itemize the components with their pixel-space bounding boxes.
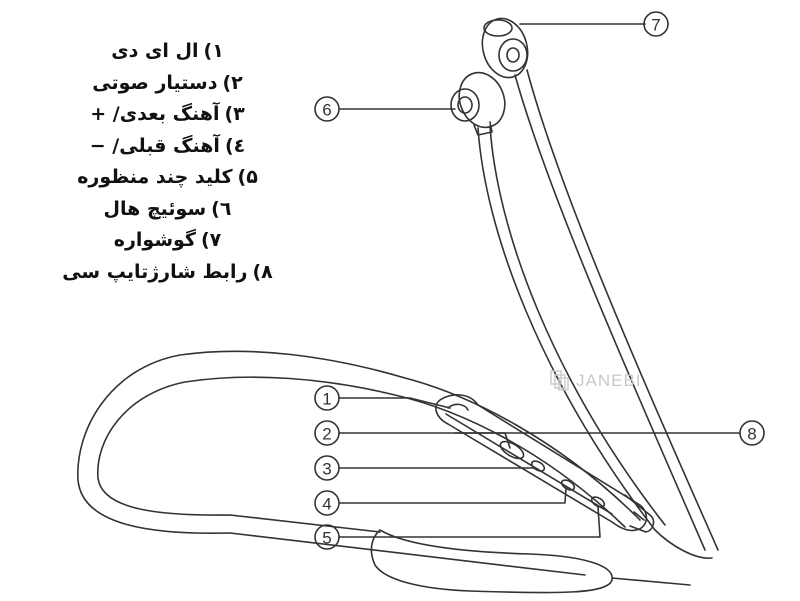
legend-item-1: ۱)ال ای دی (55, 36, 280, 68)
legend-item-4: ٤)آهنگ قبلی/ − (55, 131, 280, 163)
leader-line-4 (338, 487, 567, 504)
legend-item-8: ۸)رابط شارژتایپ سی (55, 257, 280, 289)
legend-label: گوشواره (113, 229, 196, 251)
callout-circle-7 (643, 11, 669, 37)
callout-circle-1 (314, 385, 340, 411)
callout-label-8: 8 (747, 425, 756, 444)
legend-label: سوئیچ هال (103, 197, 207, 220)
callout-label-6: 6 (322, 101, 331, 120)
legend-number: ٦) (211, 197, 232, 220)
right-earbud-tip (498, 38, 528, 72)
cable-bottom-join (654, 529, 713, 559)
legend-number: ۱) (203, 40, 224, 62)
callout-circle-5 (314, 524, 340, 550)
callout-label-2: 2 (322, 425, 331, 444)
callout-label-3: 3 (322, 460, 331, 479)
cable-to-left-earbud-2 (489, 125, 666, 526)
leader-line-5 (338, 506, 601, 538)
previous-track-button (560, 479, 576, 491)
legend-number: ۳) (224, 103, 245, 125)
neckband-outer (77, 350, 641, 576)
cable-to-connector (611, 577, 691, 586)
legend-number: ٤) (224, 134, 246, 157)
left-earbud-tip-inner (457, 96, 473, 114)
usb-c-port (624, 494, 655, 533)
callout-label-4: 4 (322, 495, 331, 514)
legend-label: دستیار صوتی (92, 71, 218, 94)
legend-label: آهنگ بعدی/ + (90, 103, 220, 125)
legend-number: ۵) (237, 166, 258, 188)
legend-item-6: ٦)سوئیچ هال (55, 194, 280, 226)
legend-number: ۸) (252, 260, 273, 283)
callout-circle-2 (314, 420, 340, 446)
callout-circle-3 (314, 455, 340, 481)
watermark: JANEBI (550, 370, 642, 392)
next-track-button (530, 460, 546, 472)
legend-item-3: ۳)آهنگ بعدی/ + (55, 99, 280, 131)
callout-label-1: 1 (322, 390, 331, 409)
document-stack-icon (550, 370, 569, 391)
right-earbud-cap (483, 19, 513, 37)
right-earbud-housing (481, 17, 529, 79)
legend-label: رابط شارژتایپ سی (62, 260, 248, 283)
cable-to-right-earbud (514, 74, 706, 551)
cable-loop (370, 529, 613, 594)
control-box-inner (445, 413, 613, 515)
callout-label-5: 5 (322, 529, 331, 548)
voice-assistant-button (499, 440, 525, 460)
parts-legend: ۱)ال ای دی ۲)دستیار صوتی ۳)آهنگ بعدی/ + … (55, 36, 280, 288)
legend-label: ال ای دی (111, 40, 199, 62)
led-window (447, 403, 469, 411)
multifunction-button (590, 496, 606, 508)
callout-circle-4 (314, 490, 340, 516)
legend-number: ۷) (200, 229, 222, 251)
watermark-text: JANEBI (576, 371, 642, 390)
legend-item-7: ۷)گوشواره (55, 225, 280, 257)
callout-circle-6 (314, 96, 340, 122)
cable-to-left-earbud (477, 127, 656, 531)
legend-number: ۲) (222, 71, 243, 94)
legend-label: کلید چند منظوره (77, 166, 233, 188)
legend-item-2: ۲)دستیار صوتی (55, 68, 280, 100)
cable-to-right-earbud-2 (526, 69, 719, 551)
control-box (435, 394, 648, 532)
right-earbud-tip-inner (506, 47, 520, 63)
callout-circle-8 (739, 420, 765, 446)
legend-item-5: ۵)کلید چند منظوره (55, 162, 280, 194)
usb-c-slot (633, 511, 645, 521)
left-earbud-tip (450, 88, 480, 122)
neckband-inner (97, 376, 626, 533)
legend-label: آهنگ قبلی/ − (89, 134, 220, 157)
left-earbud-stem (473, 121, 493, 136)
callout-label-7: 7 (651, 16, 660, 35)
leader-line-1 (338, 397, 451, 409)
